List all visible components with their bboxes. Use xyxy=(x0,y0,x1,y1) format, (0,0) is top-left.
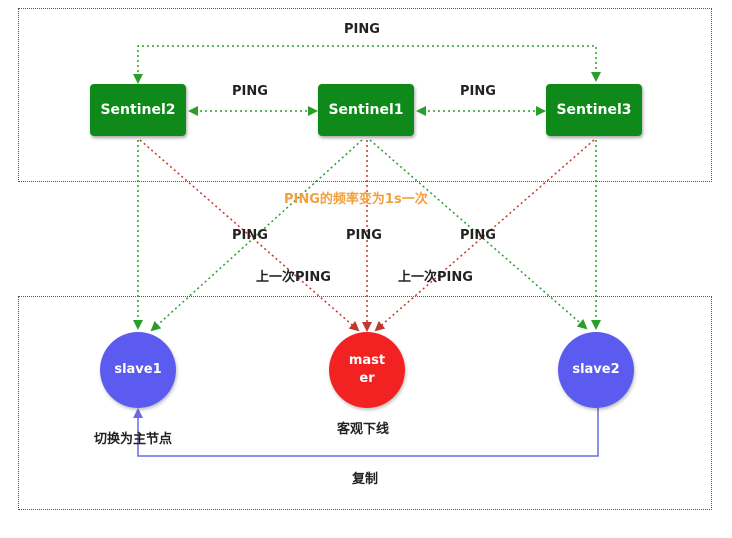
last-ping-label-right: 上一次PING xyxy=(398,270,473,285)
ping-label-down-right: PING xyxy=(460,228,496,243)
sentinel1-label: Sentinel1 xyxy=(328,102,404,118)
slave2-node: slave2 xyxy=(558,332,634,408)
ping-label-top: PING xyxy=(344,22,380,37)
master-status-label: 客观下线 xyxy=(337,422,390,437)
replicate-line xyxy=(133,406,599,457)
ping-label-down-mid: PING xyxy=(346,228,382,243)
slave1-node: slave1 xyxy=(100,332,176,408)
frequency-label: PING的频率变为1s一次 xyxy=(284,192,428,207)
sentinel2-label: Sentinel2 xyxy=(100,102,176,118)
ping-line-top xyxy=(133,45,601,84)
sentinel3-label: Sentinel3 xyxy=(556,102,632,118)
last-ping-line-s3-master xyxy=(374,139,595,332)
ping-label-s2-s1: PING xyxy=(232,84,268,99)
slave1-label: slave1 xyxy=(114,362,162,377)
sentinel3-node: Sentinel3 xyxy=(546,84,642,136)
redis-group-box xyxy=(18,296,712,510)
sentinel2-node: Sentinel2 xyxy=(90,84,186,136)
ping-line-s1-slave1 xyxy=(150,139,363,332)
last-ping-label-left: 上一次PING xyxy=(256,270,331,285)
last-ping-line-s2-master xyxy=(139,139,360,332)
replicate-label: 复制 xyxy=(352,472,379,487)
slave2-label: slave2 xyxy=(572,362,620,377)
switch-master-label: 切换为主节点 xyxy=(94,432,173,447)
sentinel1-node: Sentinel1 xyxy=(318,84,414,136)
master-node: master xyxy=(329,332,405,408)
ping-label-down-left: PING xyxy=(232,228,268,243)
sentinel-group-box xyxy=(18,8,712,182)
master-label: master xyxy=(348,353,386,386)
ping-label-s1-s3: PING xyxy=(460,84,496,99)
